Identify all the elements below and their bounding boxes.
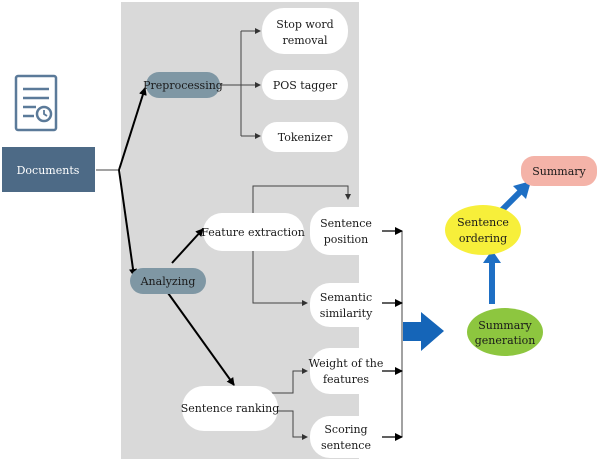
sentence-ranking-node: Sentence ranking bbox=[181, 386, 280, 431]
blue-vertical-arrow bbox=[483, 250, 501, 304]
sentence-position-node: Sentence position bbox=[310, 207, 382, 255]
summary-generation-node: Summary generation bbox=[467, 308, 543, 356]
semantic-similarity-label-line1: Semantic bbox=[320, 291, 372, 304]
stop-word-label-line2: removal bbox=[282, 34, 328, 47]
scoring-sentence-label-line2: sentence bbox=[321, 439, 371, 452]
weight-features-label-line1: Weight of the bbox=[309, 357, 384, 370]
preprocessing-label: Preprocessing bbox=[143, 79, 223, 92]
bus-arrows bbox=[370, 227, 403, 441]
stop-word-label-line1: Stop word bbox=[276, 18, 333, 31]
scoring-sentence-label-line1: Scoring bbox=[324, 423, 367, 436]
summary-node: Summary bbox=[521, 156, 597, 186]
pos-tagger-node: POS tagger bbox=[262, 70, 348, 100]
sentence-position-label-line2: position bbox=[324, 233, 368, 246]
analyzing-node: Analyzing bbox=[130, 268, 206, 294]
analyzing-label: Analyzing bbox=[140, 275, 196, 288]
semantic-similarity-node: Semantic similarity bbox=[310, 283, 382, 327]
pos-tagger-label: POS tagger bbox=[273, 79, 338, 92]
tokenizer-label: Tokenizer bbox=[278, 131, 333, 144]
main-flow-arrows bbox=[118, 87, 235, 386]
summary-generation-label-line1: Summary bbox=[478, 319, 532, 332]
documents-box: Documents bbox=[2, 147, 95, 192]
sentence-position-label-line1: Sentence bbox=[320, 217, 372, 230]
summary-generation-label-line2: generation bbox=[475, 334, 536, 347]
documents-label: Documents bbox=[17, 164, 80, 177]
tokenizer-node: Tokenizer bbox=[262, 122, 348, 152]
stop-word-removal-node: Stop word removal bbox=[262, 8, 348, 54]
blue-flow-arrow bbox=[403, 312, 444, 351]
weight-of-features-node: Weight of the features bbox=[309, 348, 384, 394]
sentence-ranking-label: Sentence ranking bbox=[181, 402, 280, 415]
document-clock-icon bbox=[14, 74, 58, 132]
scoring-sentence-node: Scoring sentence bbox=[310, 416, 382, 458]
summary-label: Summary bbox=[532, 165, 586, 178]
semantic-similarity-label-line2: similarity bbox=[320, 307, 373, 320]
feature-extraction-node: Feature extraction bbox=[201, 213, 305, 251]
weight-features-label-line2: features bbox=[323, 373, 369, 386]
connector-lines bbox=[96, 28, 403, 440]
sentence-ordering-node: Sentence ordering bbox=[445, 205, 521, 255]
blue-diagonal-arrow bbox=[497, 181, 531, 215]
feature-extraction-label: Feature extraction bbox=[201, 226, 305, 239]
preprocessing-node: Preprocessing bbox=[143, 72, 223, 98]
sentence-ordering-label-line1: Sentence bbox=[457, 216, 509, 229]
sentence-ordering-label-line2: ordering bbox=[459, 232, 507, 245]
